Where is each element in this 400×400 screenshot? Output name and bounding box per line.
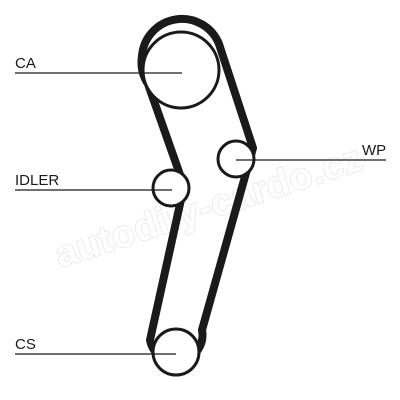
leader-lines [15, 72, 386, 355]
crankshaft-pulley [151, 327, 201, 377]
pulleys [141, 30, 256, 377]
idler-pulley [151, 168, 191, 208]
water-pump-pulley [216, 139, 256, 179]
label-wp: WP [362, 142, 386, 159]
label-ca: CA [15, 55, 36, 72]
camshaft-pulley [141, 30, 221, 110]
timing-belt [137, 14, 257, 366]
belt-loop [137, 14, 257, 366]
watermark-text: autodily-cardo.cz [50, 137, 368, 276]
label-idler: IDLER [15, 172, 59, 189]
label-cs: CS [15, 336, 36, 353]
